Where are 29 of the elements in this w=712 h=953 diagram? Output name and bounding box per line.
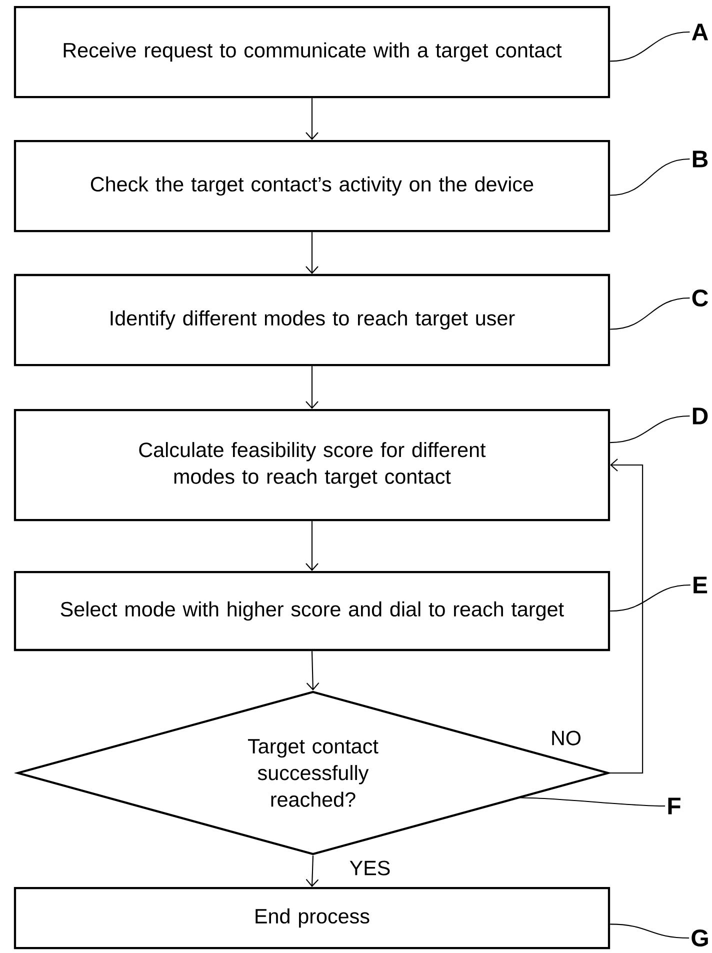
callout-letter: G xyxy=(692,930,708,946)
process-box: End process xyxy=(14,886,610,950)
arrow xyxy=(306,98,318,140)
leader-line xyxy=(610,924,690,939)
leader-line xyxy=(610,297,690,330)
arrow xyxy=(306,366,318,409)
process-box: Identify different modes to reach target user xyxy=(14,274,610,366)
arrow xyxy=(306,856,319,887)
leader-line xyxy=(610,158,690,196)
process-box: Check the target contact’s activity on the device xyxy=(14,140,610,232)
arrow xyxy=(306,651,320,690)
arrow xyxy=(306,521,318,571)
callout-letter: B xyxy=(692,150,708,168)
process-box: Receive request to communicate with a target contact xyxy=(14,6,610,98)
callout-letter: C xyxy=(692,290,708,306)
edge-label: NO xyxy=(549,729,583,747)
leader-line xyxy=(610,584,690,612)
arrow xyxy=(610,458,644,774)
callout-letter: F xyxy=(668,798,680,814)
leader-line xyxy=(610,31,690,62)
process-box: Select mode with higher score and dial to reach target xyxy=(14,570,610,652)
callout-letter: A xyxy=(692,24,708,40)
callout-letter: D xyxy=(692,408,708,424)
edge-label: YES xyxy=(348,859,392,877)
callout-letter: E xyxy=(694,576,708,594)
leader-line xyxy=(610,415,690,444)
leader-line xyxy=(520,797,666,807)
process-box: Calculate feasibility score for different modes to reach target contact xyxy=(14,408,610,522)
arrow xyxy=(306,232,318,274)
